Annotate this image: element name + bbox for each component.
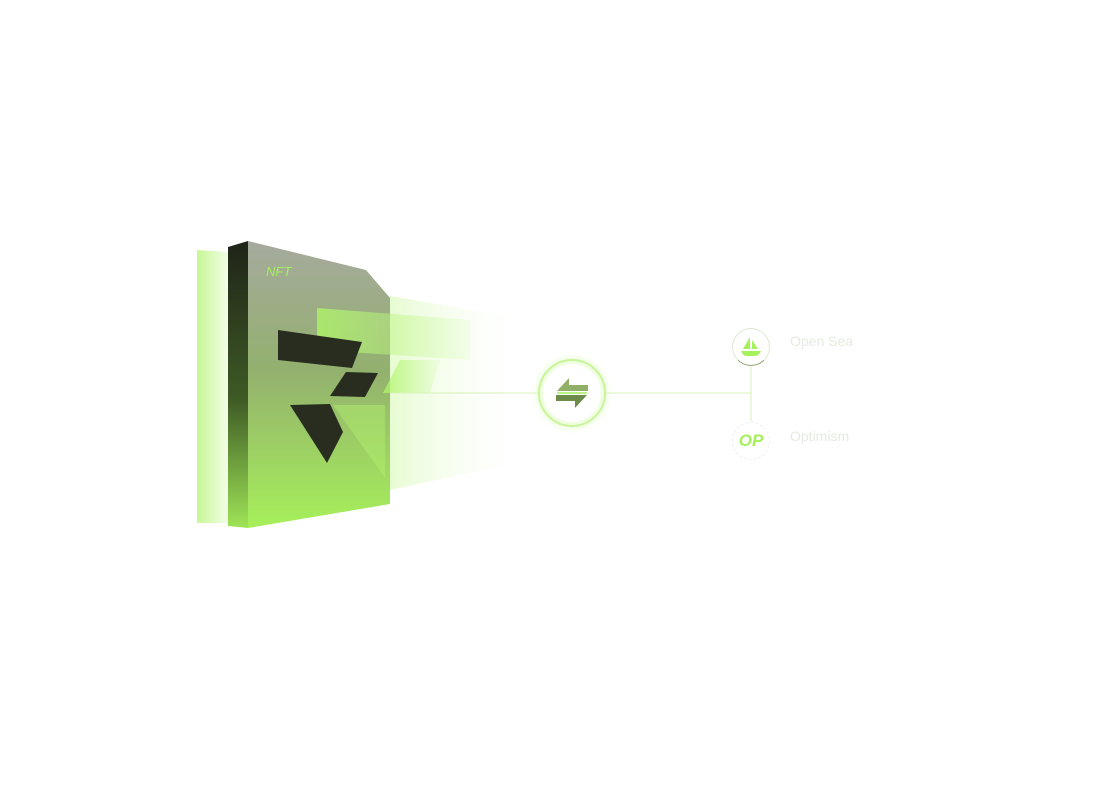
card-side: [228, 241, 248, 528]
sailboat-icon: [741, 337, 761, 356]
destination-label-opensea[interactable]: Open Sea: [790, 333, 854, 349]
logo-bar-mid: [330, 372, 378, 397]
logo-bar-top: [278, 330, 362, 368]
logo-chip-mid: [383, 360, 440, 393]
destination-label-optimism[interactable]: Optimism: [790, 428, 850, 444]
swap-arrows-icon: [556, 378, 588, 408]
destination-optimism[interactable]: OP: [732, 422, 770, 460]
destination-opensea[interactable]: [732, 328, 770, 366]
swap-button[interactable]: [538, 359, 606, 427]
logo-shard: [333, 405, 385, 478]
nft-badge: NFT: [266, 264, 292, 279]
ghost-pane: [197, 250, 228, 523]
optimism-logo-icon: OP: [738, 431, 764, 450]
logo-triangle: [290, 404, 343, 463]
